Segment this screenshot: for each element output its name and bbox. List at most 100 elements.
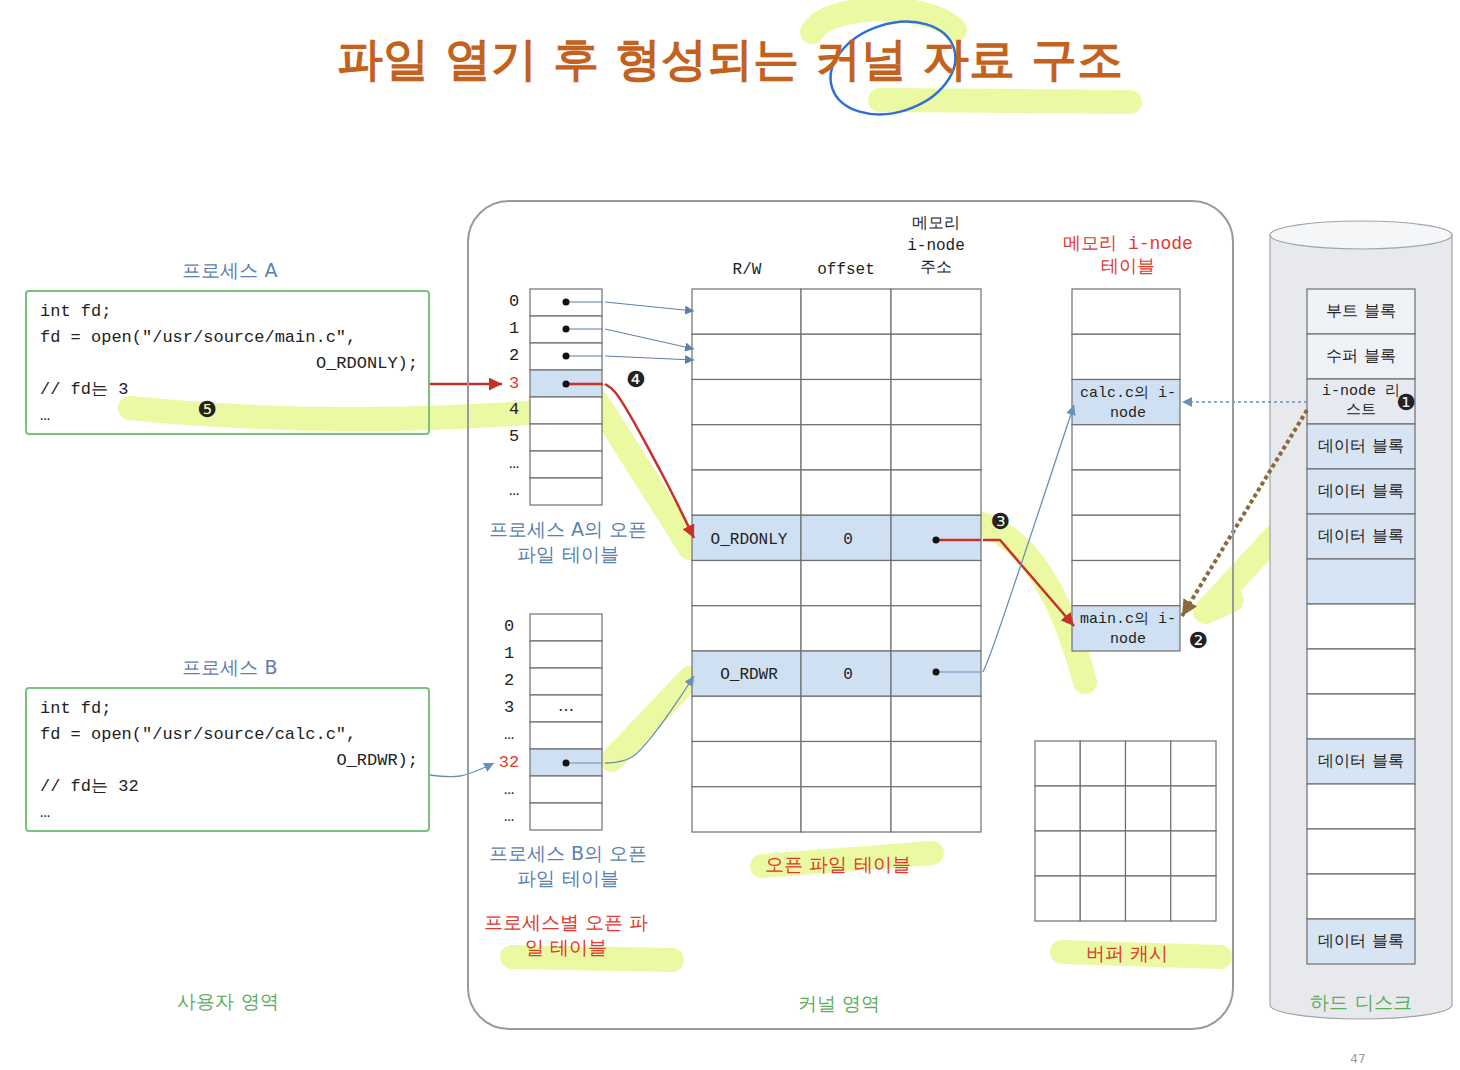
table-caption: 오픈 파일 테이블 bbox=[765, 852, 910, 877]
block-name: 데이터 블록 bbox=[1318, 931, 1403, 952]
fd-table-cell bbox=[530, 370, 602, 397]
callout-number: ❹ bbox=[626, 366, 646, 395]
open-file-table-cell bbox=[891, 470, 981, 515]
fd-table-cell bbox=[530, 343, 602, 370]
disk-block: 부트 블록 bbox=[1307, 289, 1415, 334]
buffer-cache-cell bbox=[1171, 831, 1216, 876]
file-table-entry: O_RDWR0 bbox=[694, 653, 983, 699]
connector-arrow bbox=[1182, 401, 1307, 402]
buffer-cache-cell bbox=[1035, 876, 1080, 921]
open-file-table-cell bbox=[692, 515, 801, 560]
buffer-cache-cell bbox=[1080, 741, 1125, 786]
slide-title: 파일 열기 후 형성되는 커널 자료 구조 bbox=[337, 30, 1123, 90]
open-file-table-cell bbox=[692, 651, 801, 696]
inode-table-cell bbox=[1072, 334, 1180, 379]
open-file-table-cell bbox=[801, 515, 891, 560]
block-name: 데이터 블록 bbox=[1318, 481, 1403, 502]
fd-table-cell bbox=[530, 397, 602, 424]
disk-block-cell bbox=[1307, 694, 1415, 739]
kernel-region: 커널 영역프로세스 A의 오픈 파일 테이블프로세스 B의 오픈 파일 테이블오… bbox=[467, 200, 1234, 1030]
open-file-table-cell bbox=[801, 696, 891, 741]
open-file-table-cell bbox=[692, 561, 801, 606]
fd-table-cell bbox=[530, 424, 602, 451]
connector-arrow bbox=[1182, 410, 1307, 616]
disk-block-cell bbox=[1307, 604, 1415, 649]
fd-table-cell bbox=[530, 722, 602, 749]
callout-number: ❸ bbox=[990, 508, 1010, 537]
buffer-cache-cell bbox=[1171, 741, 1216, 786]
fd-number: 0 bbox=[509, 291, 519, 313]
buffer-cache-cell bbox=[1126, 831, 1171, 876]
pointer-stub bbox=[566, 301, 603, 302]
highlight-stroke bbox=[880, 100, 1130, 102]
pointer-dot bbox=[563, 381, 570, 388]
fd-table-cell bbox=[530, 803, 602, 830]
callout-number: ❺ bbox=[197, 396, 217, 425]
buffer-cache-cell bbox=[1126, 741, 1171, 786]
block-name: i-node 리스트 bbox=[1315, 382, 1407, 420]
fd-number: … bbox=[504, 779, 514, 801]
pointer-stub bbox=[566, 355, 603, 356]
disk-block: 데이터 블록 bbox=[1307, 919, 1415, 964]
buffer-cache-cell bbox=[1035, 741, 1080, 786]
inode-table: 메모리 i-node 테이블calc.c의 i-nodemain.c의 i-no… bbox=[1074, 291, 1182, 653]
fd-number: … bbox=[504, 724, 514, 746]
code-line: fd = open("/usr/source/main.c", bbox=[40, 325, 356, 351]
open-file-table-cell bbox=[891, 651, 981, 696]
buffer-cache-cell bbox=[1171, 786, 1216, 831]
buffer-cache-cell bbox=[1126, 876, 1171, 921]
open-file-table-cell bbox=[692, 334, 801, 379]
open-file-table-cell bbox=[801, 742, 891, 787]
open-file-table-cell bbox=[891, 787, 981, 832]
cylinder-body bbox=[1270, 235, 1452, 1019]
inode-table-cell bbox=[1072, 515, 1180, 560]
pointer-stub bbox=[566, 328, 603, 329]
buffer-cache-cell bbox=[1035, 786, 1080, 831]
open-file-table-cell bbox=[891, 289, 981, 334]
fd-number: … bbox=[504, 806, 514, 828]
fd-number: 1 bbox=[509, 318, 519, 340]
table-cell-text: … bbox=[558, 696, 574, 717]
offset-value: 0 bbox=[843, 530, 853, 551]
open-file-table-cell bbox=[801, 606, 891, 651]
disk-block-cell bbox=[1307, 829, 1415, 874]
inode-name: main.c의 i-node bbox=[1076, 610, 1180, 650]
inode-table-cell bbox=[1072, 380, 1180, 425]
process-name: 프로세스 A bbox=[182, 258, 277, 283]
connector-arrow bbox=[605, 302, 694, 311]
code-line: … bbox=[40, 800, 50, 826]
table-caption: 버퍼 캐시 bbox=[1086, 941, 1168, 966]
open-file-table-cell bbox=[891, 380, 981, 425]
open-file-table-cell bbox=[801, 651, 891, 696]
disk-block-cell bbox=[1307, 739, 1415, 784]
open-file-table-cell bbox=[801, 289, 891, 334]
open-file-table-cell bbox=[891, 606, 981, 651]
open-file-table-cell bbox=[801, 334, 891, 379]
disk-block-cell bbox=[1307, 334, 1415, 379]
highlighter-marks bbox=[130, 9, 1312, 960]
disk-block-cell bbox=[1307, 559, 1415, 604]
group-caption: 프로세스별 오픈 파일 테이블 bbox=[480, 910, 652, 959]
open-file-table-cell bbox=[891, 742, 981, 787]
fd-table-cell bbox=[530, 749, 602, 776]
pointer-dot bbox=[563, 353, 570, 360]
open-file-table-cell bbox=[692, 289, 801, 334]
open-file-table-cell bbox=[891, 515, 981, 560]
fd-number: … bbox=[509, 480, 519, 502]
code-line: O_RDONLY); bbox=[40, 351, 418, 377]
table-grids bbox=[530, 289, 1415, 964]
fd-table-cell bbox=[530, 614, 602, 641]
open-file-table-cell bbox=[801, 380, 891, 425]
disk-block-cell bbox=[1307, 469, 1415, 514]
fd-number: 4 bbox=[509, 399, 519, 421]
block-name: 데이터 블록 bbox=[1318, 436, 1403, 457]
open-file-table-cell bbox=[692, 787, 801, 832]
connector-arrow bbox=[430, 383, 502, 386]
fd-table-cell bbox=[530, 641, 602, 668]
connector-arrow bbox=[605, 676, 694, 763]
fd-number: 0 bbox=[504, 616, 514, 638]
connector-arrow bbox=[605, 356, 694, 360]
fd-table-cell bbox=[530, 289, 602, 316]
fd-number: 1 bbox=[504, 643, 514, 665]
fd-table-cell bbox=[530, 478, 602, 505]
